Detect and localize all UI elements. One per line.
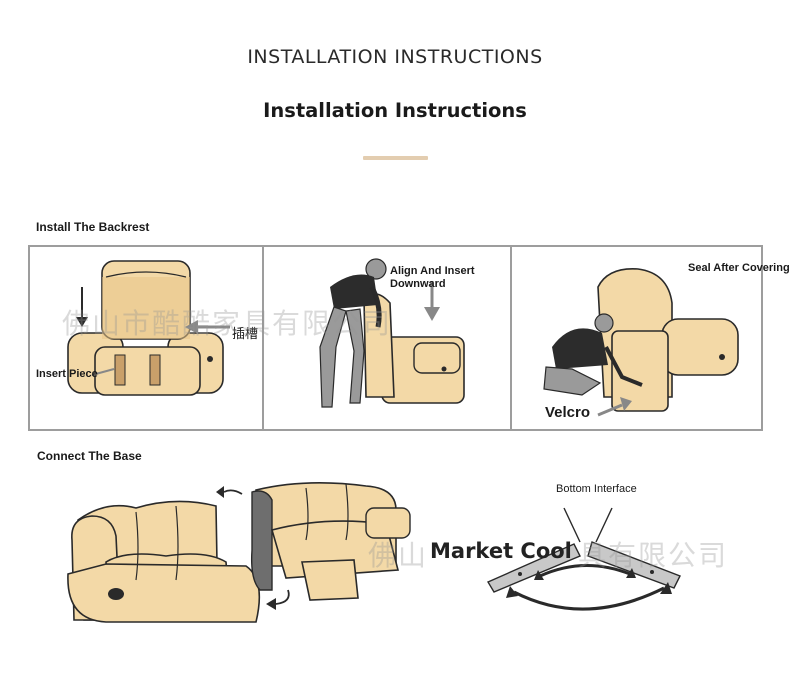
backrest-step-2-panel	[262, 245, 512, 431]
bottom-interface-illustration	[484, 500, 694, 620]
watermark-lower-right: 具有限公司	[578, 540, 729, 571]
section-label-backrest: Install The Backrest	[36, 220, 150, 234]
backrest-step-1-panel	[28, 245, 264, 431]
page-title: Installation Instructions	[263, 99, 527, 122]
align-insert-label: Align And Insert Downward	[390, 265, 475, 290]
velcro-label: Velcro	[545, 404, 591, 421]
accent-divider	[363, 156, 428, 160]
backrest-step-3-panel	[510, 245, 763, 431]
person-sealing-velcro-illustration	[543, 268, 739, 417]
slot-label: 插槽	[232, 326, 259, 341]
seal-after-covering-label: Seal After Covering	[688, 262, 790, 274]
section-label-base: Connect The Base	[37, 449, 142, 463]
sofa-connect-illustration	[66, 470, 418, 670]
bottom-interface-label: Bottom Interface	[556, 483, 637, 495]
brand-overlay: Market Cool	[430, 539, 572, 563]
watermark-upper: 佛山市酷酷家具有限公司	[62, 308, 393, 339]
person-aligning-backrest-illustration	[319, 258, 465, 408]
watermark-lower-left: 佛山	[368, 540, 429, 571]
header-eyebrow: INSTALLATION INSTRUCTIONS	[247, 46, 543, 68]
recliner-backrest-illustration	[67, 260, 230, 396]
insert-piece-label: Insert Piece	[36, 368, 98, 380]
